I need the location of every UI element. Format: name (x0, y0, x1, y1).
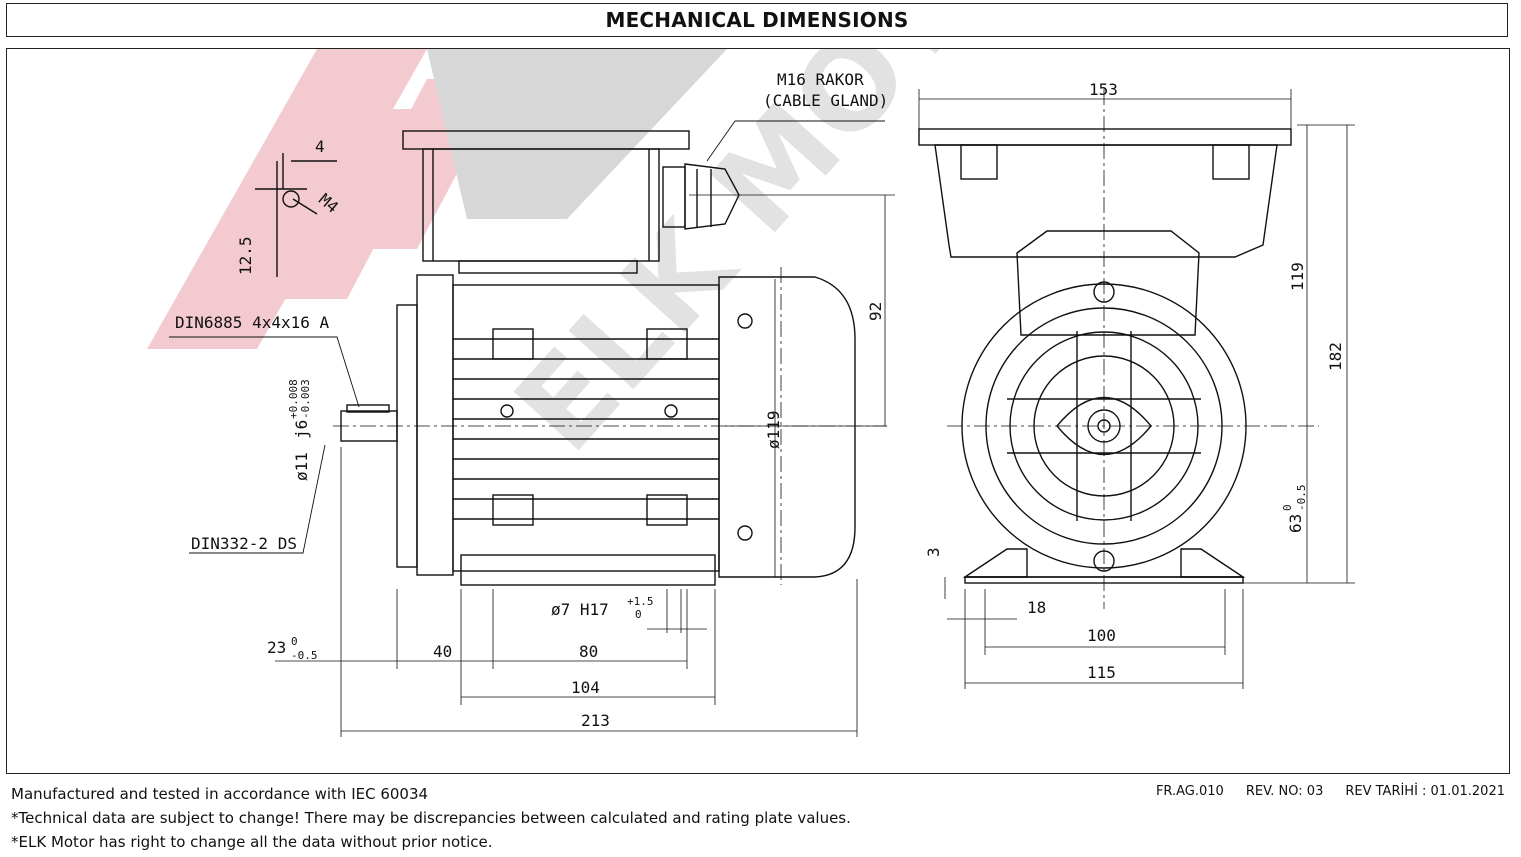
shaft (340, 404, 398, 442)
footer-revision: FR.AG.010 REV. NO: 03 REV TARİHİ : 01.01… (1156, 784, 1505, 799)
dim-shaft-shoulder: 40 (433, 642, 452, 661)
dim-foot-slot: 18 (1027, 598, 1046, 617)
dim-foot-length: 104 (571, 678, 600, 697)
dim-foot-spacing: 80 (579, 642, 598, 661)
footer-standard: Manufactured and tested in accordance wi… (11, 785, 429, 803)
keyway-detail (255, 153, 337, 277)
center-hole-label: DIN332-2 DS (191, 534, 297, 553)
footer-disclaimer: *Technical data are subject to change! T… (11, 809, 851, 827)
revision-date: REV TARİHİ : 01.01.2021 (1345, 784, 1505, 799)
dim-foot-holes: 100 (1087, 626, 1116, 645)
dim-foot-thickness: 3 (924, 547, 943, 557)
dim-total-height: 182 (1326, 342, 1345, 371)
fan-cover (718, 276, 856, 578)
terminal-box (402, 130, 690, 274)
footer-rights: *ELK Motor has right to change all the d… (11, 833, 493, 851)
dimension-lines-side (275, 194, 895, 737)
flange (396, 304, 418, 568)
shaft-dia-label: ø11 (292, 452, 311, 481)
shaft-tol-upper: +0.008 (287, 379, 300, 419)
footer-notes: Manufactured and tested in accordance wi… (11, 782, 851, 854)
cable-gland-label-1: M16 RAKOR (777, 70, 864, 89)
mount-tol-upper: +1.5 (627, 595, 654, 608)
revision-number: REV. NO: 03 (1245, 784, 1324, 799)
key-spec-label: DIN6885 4x4x16 A (175, 313, 329, 332)
dimension-lines-front (918, 89, 1355, 689)
form-number: FR.AG.010 (1155, 784, 1224, 799)
title-bar: MECHANICAL DIMENSIONS (6, 3, 1508, 37)
dim-key-width: 4 (315, 137, 325, 156)
dim-thread-depth: 12.5 (236, 236, 255, 275)
mount-tol-lower: 0 (635, 608, 642, 621)
feet-side (460, 554, 716, 586)
shaft-len-lower: -0.5 (291, 649, 318, 662)
dim-total-length: 213 (581, 711, 610, 730)
cable-gland (662, 163, 740, 230)
dim-box-height: 92 (866, 302, 885, 321)
shaft-fit-label: j6 (292, 420, 311, 439)
terminal-box-front (918, 128, 1292, 336)
dim-box-to-axis: 119 (1288, 262, 1307, 291)
shaft-len-upper: 0 (291, 635, 298, 648)
dim-shaft-length: 23 (267, 638, 286, 657)
drawing-frame: ELK MOTOR (6, 48, 1510, 774)
technical-drawing: ELK MOTOR (147, 49, 1355, 737)
shaft-tol-lower: -0.003 (299, 379, 312, 419)
dim-shaft-height: 63 (1286, 514, 1305, 533)
page-title: MECHANICAL DIMENSIONS (605, 8, 909, 32)
cable-gland-label-2: (CABLE GLAND) (763, 91, 888, 110)
dim-total-width: 153 (1089, 80, 1118, 99)
height-tol-lower: -0.5 (1295, 485, 1308, 512)
mount-hole-label: ø7 H17 (551, 600, 609, 619)
fan-dia-label: ø119 (764, 410, 783, 449)
dim-foot-width: 115 (1087, 663, 1116, 682)
height-tol-upper: 0 (1281, 504, 1294, 511)
